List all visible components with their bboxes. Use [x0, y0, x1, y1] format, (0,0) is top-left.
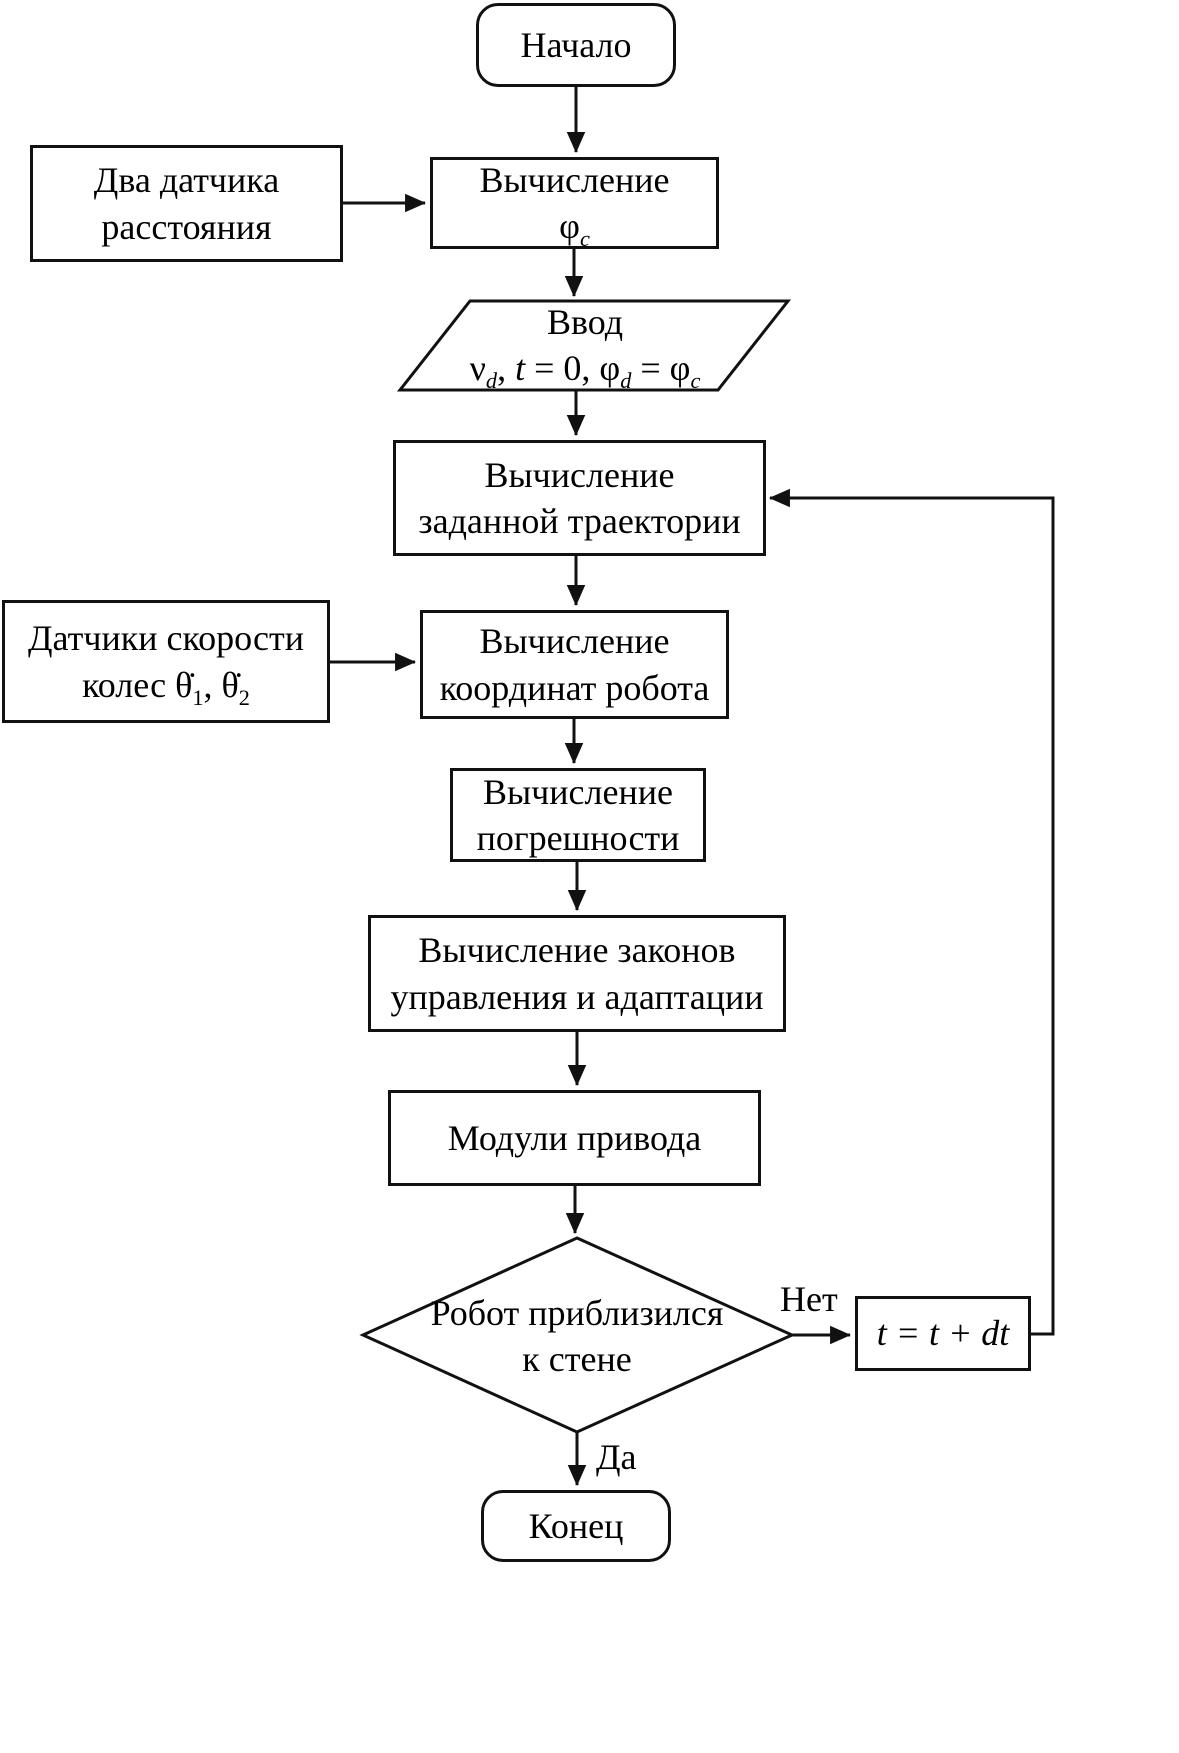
node-compute-control-laws: Вычисление законов управления и адаптаци…	[368, 915, 786, 1032]
node-time-increment: t = t + dt	[855, 1296, 1031, 1371]
increment-label: t = t + dt	[876, 1313, 1010, 1354]
error-line2: погрешности	[476, 818, 680, 858]
coordinates-line1: Вычисление	[479, 621, 670, 662]
node-compute-robot-coordinates: Вычисление координат робота	[420, 610, 729, 719]
input-title: Ввод	[546, 301, 624, 342]
decision-line1: Робот приблизился	[430, 1292, 724, 1333]
node-end-label: Конец	[528, 1505, 624, 1546]
node-wheel-speed-sensors: Датчики скорости колес θ̇1, θ̇2	[2, 600, 330, 723]
node-input: Ввод νd, t = 0, φd = φc	[410, 302, 760, 392]
node-drive-modules: Модули привода	[388, 1090, 761, 1186]
node-start: Начало	[476, 3, 676, 87]
label-yes: Да	[596, 1437, 637, 1477]
decision-line2: к стене	[522, 1339, 632, 1379]
error-line1: Вычисление	[482, 771, 673, 812]
control-line1: Вычисление законов	[418, 930, 736, 971]
distance-sensors-line2: расстояния	[101, 206, 272, 247]
distance-sensors-line1: Два датчика	[93, 160, 280, 201]
wheel-sensors-line1: Датчики скорости	[28, 618, 304, 659]
coordinates-line2: координат робота	[439, 667, 710, 708]
trajectory-line2: заданной траектории	[418, 501, 741, 541]
compute-phi-line1: Вычисление	[479, 159, 670, 200]
node-distance-sensors: Два датчика расстояния	[30, 145, 343, 262]
input-values: νd, t = 0, φd = φc	[469, 348, 701, 394]
trajectory-line1: Вычисление	[484, 454, 675, 495]
node-compute-phi: Вычисление φc	[430, 157, 719, 252]
node-start-label: Начало	[520, 24, 632, 65]
node-compute-trajectory: Вычисление заданной траектории	[393, 440, 766, 556]
node-end: Конец	[481, 1490, 671, 1562]
node-decision-robot-near-wall: Робот приблизился к стене	[397, 1289, 757, 1383]
wheel-sensors-line2: колес θ̇1, θ̇2	[82, 664, 250, 710]
arrow-increment-feedback-to-trajectory	[768, 488, 1055, 1336]
input-parallelogram-shape	[396, 299, 792, 392]
drive-label: Модули привода	[447, 1117, 702, 1158]
node-compute-error: Вычисление погрешности	[450, 768, 706, 862]
control-line2: управления и адаптации	[390, 976, 764, 1017]
label-no: Нет	[780, 1279, 838, 1319]
compute-phi-formula: φc	[559, 206, 590, 252]
